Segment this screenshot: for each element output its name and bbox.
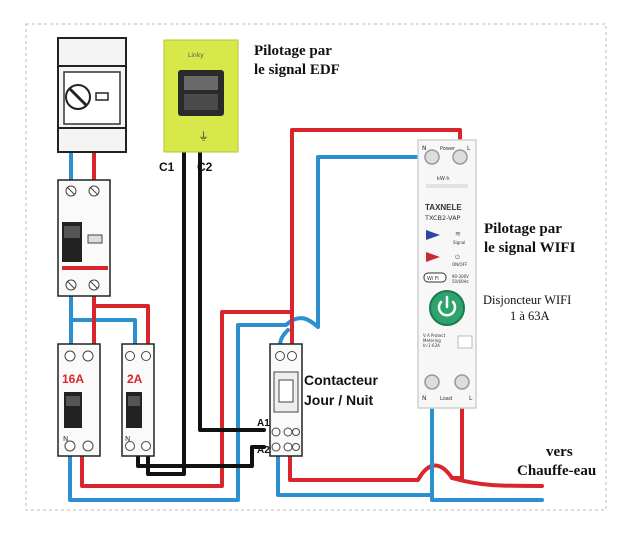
wifi-breaker-device: N Power L kW·h TAXNELE TXCB2-VAP ≋ Signa… — [417, 139, 477, 409]
main-disconnect — [57, 37, 127, 153]
edf-title-line2: le signal EDF — [254, 62, 340, 78]
meter-terminal-icon: ⏚ — [198, 130, 209, 143]
device-desc-line2: Metering — [423, 338, 441, 343]
device-n-out-label: N — [422, 395, 427, 402]
device-voltage-line1: 90-300V — [452, 274, 469, 279]
device-kwh-label: kW·h — [437, 176, 450, 182]
wire-c2 — [198, 148, 266, 432]
device-signal-label: Signal — [453, 240, 465, 245]
breaker-2a-n-label: N — [125, 435, 130, 443]
wifi-signal-icon: ≋ — [455, 230, 461, 238]
wire-heater-neutral — [276, 453, 434, 497]
diagram-frame — [25, 23, 607, 511]
contactor-label-line2: Jour / Nuit — [304, 392, 374, 408]
device-power-label: Power — [440, 146, 456, 152]
wire-2a-out — [136, 445, 266, 468]
contactor-label-line1: Contacteur — [304, 372, 378, 388]
a2-label: A2 — [257, 445, 270, 456]
edf-title-line1: Pilotage par — [254, 43, 332, 59]
destination-line2: Chauffe-eau — [517, 463, 596, 479]
wifi-title-line1: Pilotage par — [484, 221, 562, 237]
signal-indicator-icon — [426, 230, 440, 240]
wifi-title-line2: le signal WIFI — [484, 240, 576, 256]
breaker-2a: 2A N — [121, 343, 155, 457]
wire-bus-neutral — [69, 294, 137, 348]
wire-16a-out-neutral — [68, 155, 432, 502]
wire-bus-phase — [92, 294, 150, 348]
wire-load-neutral — [430, 391, 544, 502]
wire-heater-phase — [450, 476, 544, 488]
wires — [68, 128, 544, 502]
device-l-in-label: L — [467, 145, 471, 152]
onoff-indicator-icon — [426, 252, 440, 262]
device-desc-line3: In:1-63A — [423, 343, 440, 348]
onoff-icon: ⏻ — [455, 254, 460, 261]
device-load-label: Load — [440, 396, 452, 402]
wifi-breaker-label-line1: Disjoncteur WIFI — [483, 293, 571, 307]
c2-label: C2 — [197, 160, 213, 174]
wifi-breaker-label-line2: 1 à 63A — [510, 309, 550, 323]
a1-label: A1 — [257, 418, 270, 429]
c1-label: C1 — [159, 160, 175, 174]
wire-16a-out-phase — [80, 128, 462, 488]
device-onoff-label: ON/OFF — [452, 262, 468, 267]
device-voltage-line2: 50/60Hz — [452, 279, 469, 284]
breaker-16a-rating: 16A — [62, 372, 84, 386]
device-model: TXCB2-VAP — [424, 214, 461, 222]
day-night-contactor — [269, 343, 303, 457]
meter-brand: Linky — [188, 52, 204, 59]
power-icon — [437, 300, 457, 317]
device-desc-line1: V A Protect — [423, 333, 446, 338]
linky-meter: Linky ⏚ — [163, 39, 239, 153]
device-n-in-label: N — [422, 145, 427, 152]
destination-line1: vers — [546, 444, 573, 460]
device-brand: TAXNELE — [425, 203, 462, 212]
breaker-16a: 16A N — [57, 343, 101, 457]
device-l-out-label: L — [469, 395, 473, 402]
breaker-16a-n-label: N — [63, 435, 68, 443]
device-wifi-badge: Wi Fi — [427, 276, 439, 282]
breaker-2a-rating: 2A — [127, 372, 143, 386]
differential-breaker — [57, 179, 111, 297]
